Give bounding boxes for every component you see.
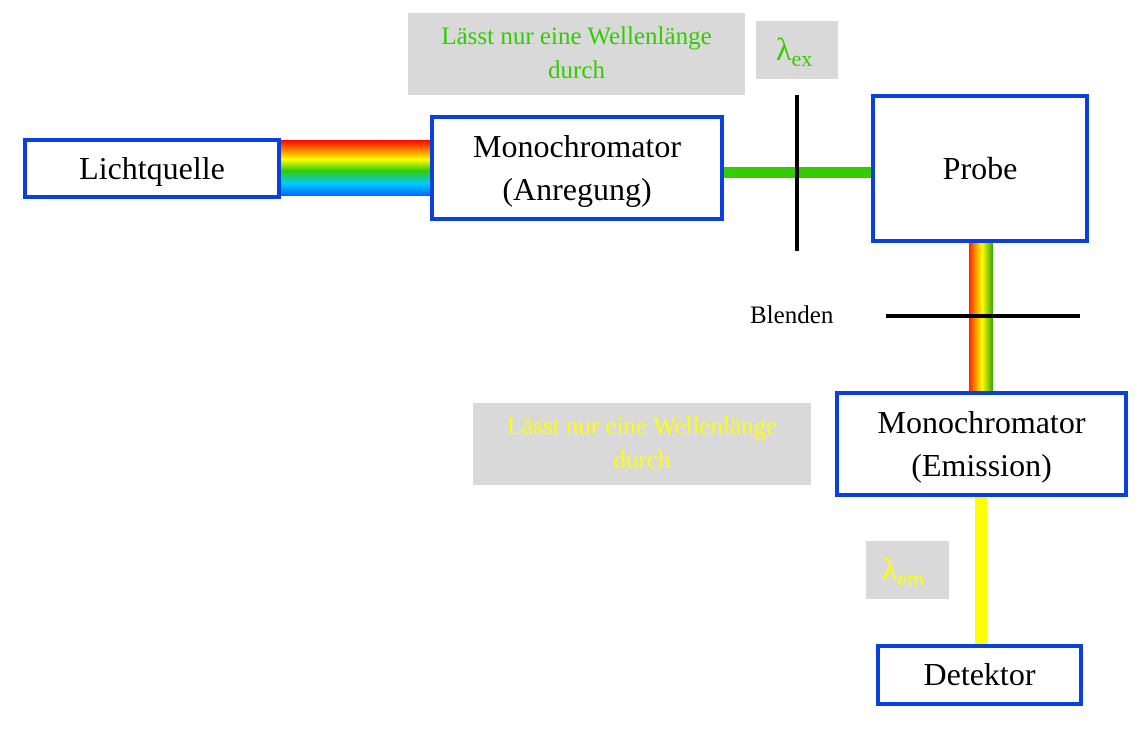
lambda-em-symbol: λ <box>882 551 898 587</box>
light-source-box: Lichtquelle <box>23 138 281 199</box>
emission-monochromator-title: Monochromator <box>877 403 1086 440</box>
emission-monochromator-box: Monochromator (Emission) <box>835 391 1128 497</box>
lambda-ex-symbol: λ <box>776 31 792 67</box>
excitation-monochromator-box: Monochromator (Anregung) <box>430 115 724 221</box>
emission-beam <box>975 496 987 646</box>
lambda-em-subscript: em <box>897 566 925 591</box>
light-source-label: Lichtquelle <box>79 149 225 186</box>
emission-monochromator-subtitle: (Emission) <box>911 447 1052 483</box>
excitation-slit <box>795 95 799 251</box>
emission-note: Lässt nur eine Wellenlänge durch <box>473 403 811 485</box>
lambda-ex-label: λex <box>756 21 838 79</box>
lambda-ex-subscript: ex <box>791 46 813 71</box>
emission-slit <box>886 314 1080 318</box>
excitation-note: Lässt nur eine Wellenlänge durch <box>408 13 745 95</box>
excitation-monochromator-subtitle: (Anregung) <box>502 171 652 207</box>
emission-note-line2: durch <box>613 447 671 474</box>
excitation-note-line1: Lässt nur eine Wellenlänge <box>441 23 712 51</box>
slits-label: Blenden <box>750 302 834 329</box>
white-light-beam <box>280 140 432 196</box>
detector-box: Detektor <box>876 644 1083 706</box>
fluorescence-beam <box>969 242 993 394</box>
excitation-note-line2: durch <box>548 57 605 84</box>
detector-label: Detektor <box>923 656 1036 693</box>
lambda-em-label: λem <box>866 541 949 599</box>
excitation-monochromator-title: Monochromator <box>473 127 681 164</box>
sample-box: Probe <box>871 94 1089 243</box>
sample-label: Probe <box>942 149 1018 186</box>
emission-note-line1: Lässt nur eine Wellenlänge <box>506 413 778 441</box>
